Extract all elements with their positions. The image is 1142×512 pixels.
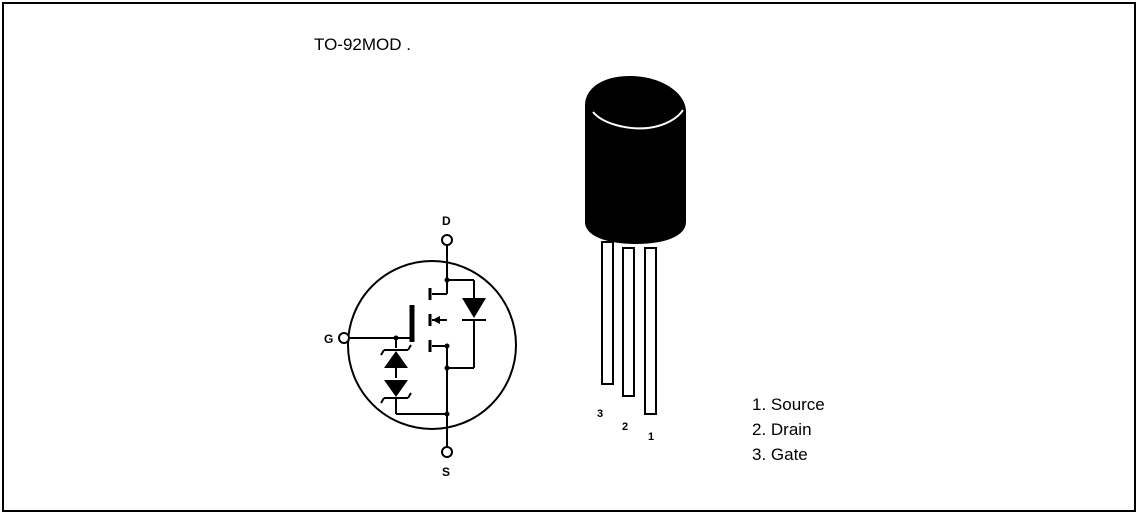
lead-1 [644,247,657,415]
package-label: TO-92MOD . [314,35,411,54]
junction-dot [444,343,450,349]
pin-legend-item: 3. Gate [752,445,808,464]
pin-legend-item: 1. Source [752,395,825,414]
junction-dot [444,365,450,371]
pin-number-3: 3 [597,408,603,420]
junction-dot [444,277,450,283]
symbol-circle [347,260,517,430]
gate-label: G [324,332,333,346]
source-terminal [441,446,453,458]
package-leads [601,241,657,415]
channel-arrow [432,316,440,324]
pin-legend-item: 2. Drain [752,420,812,439]
zener-diode-upper [384,351,408,368]
source-label: S [442,465,450,479]
junction-dot [444,411,450,417]
package-top-edge [592,109,684,130]
junction-dot [393,335,399,341]
pin-legend: 1. Source 2. Drain 3. Gate [752,395,825,464]
drain-terminal [441,234,453,246]
zener-diode-lower [384,380,408,397]
figure-canvas: TO-92MOD . [314,35,825,479]
body-diode [462,298,486,318]
lead-3 [601,241,614,385]
package-body [585,76,686,244]
drain-label: D [442,214,451,228]
pin-number-2: 2 [622,421,628,433]
lead-2 [622,247,635,397]
mosfet-symbol [338,234,517,458]
pin-number-1: 1 [648,431,654,443]
gate-terminal [338,332,350,344]
